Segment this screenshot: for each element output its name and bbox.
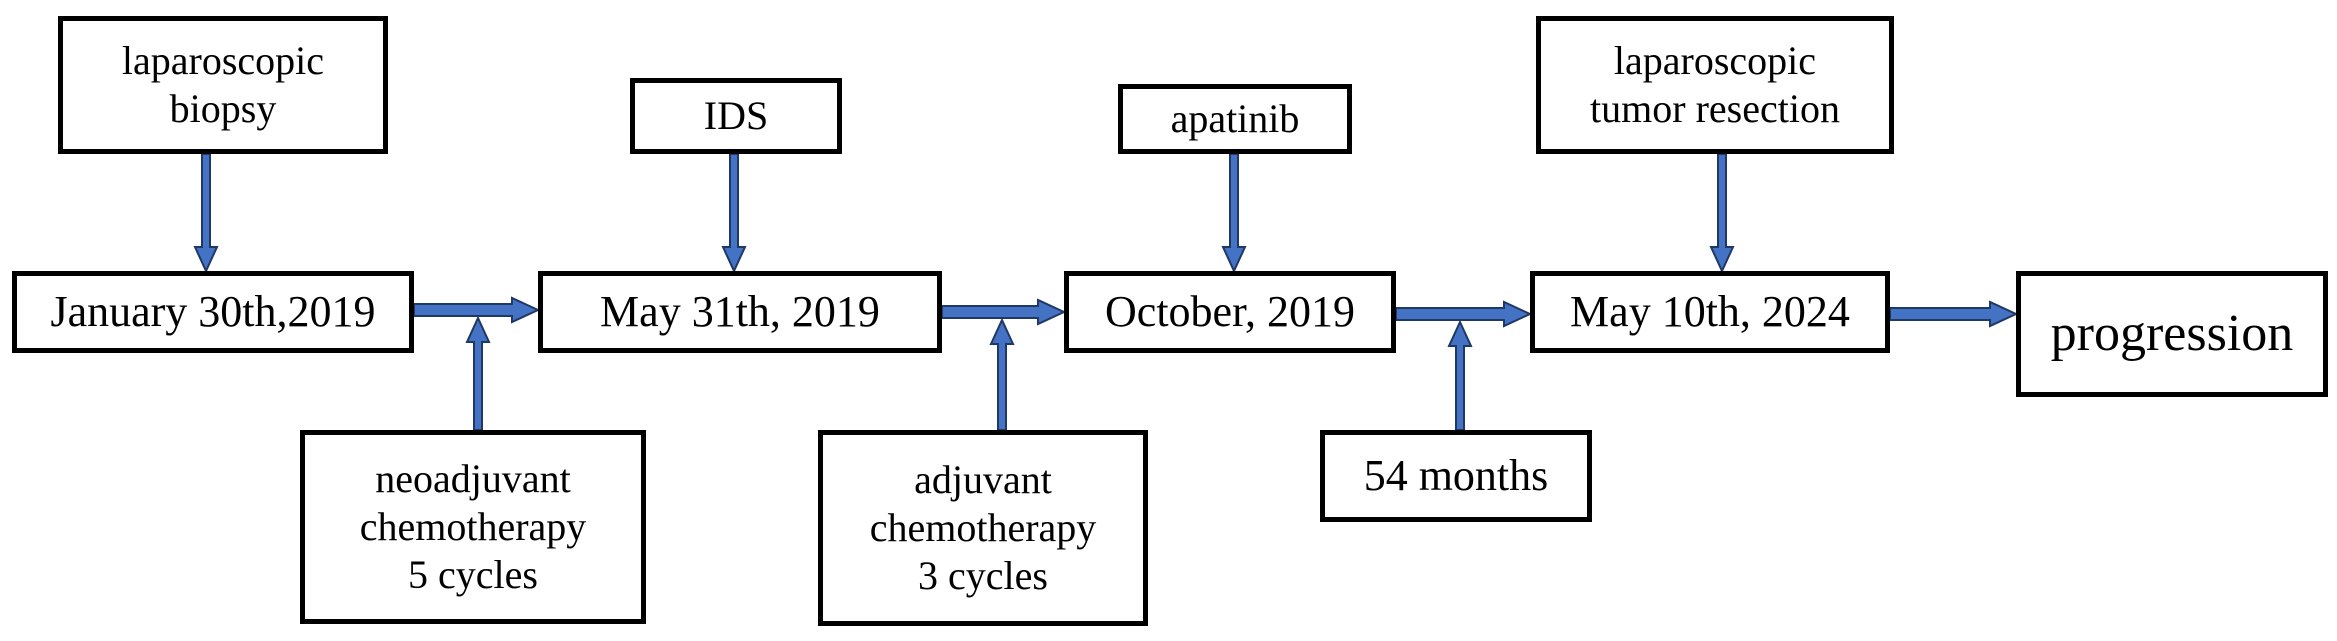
timeline-node-oct2019-label: October, 2019 xyxy=(1105,286,1355,336)
timeline-node-jan2019: January 30th,2019 xyxy=(12,271,414,353)
arrow-neoadjuvant-chemotherapy-up xyxy=(465,315,491,431)
interval-adjuvant-chemotherapy: adjuvant chemotherapy 3 cycles xyxy=(818,430,1148,626)
event-ids-label: IDS xyxy=(703,93,769,138)
interval-54-months: 54 months xyxy=(1320,430,1592,522)
arrow-may2019-to-oct2019 xyxy=(941,298,1067,326)
interval-neoadjuvant-chemotherapy: neoadjuvant chemotherapy 5 cycles xyxy=(300,430,646,624)
event-apatinib: apatinib xyxy=(1118,84,1352,154)
event-laparoscopic-tumor-resection-label: laparoscopic tumor resection xyxy=(1590,38,1840,131)
arrow-jan2019-to-may2019 xyxy=(413,296,541,324)
timeline-node-progression: progression xyxy=(2016,271,2328,397)
event-apatinib-label: apatinib xyxy=(1170,96,1300,141)
timeline-node-may2024: May 10th, 2024 xyxy=(1530,271,1890,353)
timeline-node-oct2019: October, 2019 xyxy=(1064,271,1396,353)
arrow-54-months-up xyxy=(1447,319,1473,431)
timeline-node-may2019: May 31th, 2019 xyxy=(538,271,942,353)
interval-neoadjuvant-chemotherapy-label: neoadjuvant chemotherapy 5 cycles xyxy=(359,456,587,597)
interval-54-months-label: 54 months xyxy=(1363,450,1549,500)
arrow-apatinib-down xyxy=(1221,153,1247,274)
arrow-adjuvant-chemotherapy-up xyxy=(989,317,1015,431)
event-ids: IDS xyxy=(630,78,842,154)
arrow-laparoscopic-tumor-resection-down xyxy=(1709,153,1735,274)
event-laparoscopic-biopsy-label: laparoscopic biopsy xyxy=(121,38,325,131)
event-laparoscopic-biopsy: laparoscopic biopsy xyxy=(58,16,388,154)
arrow-oct2019-to-may2024 xyxy=(1395,300,1533,328)
timeline-node-progression-label: progression xyxy=(2050,304,2294,362)
arrow-may2024-to-progression xyxy=(1889,300,2019,328)
timeline-node-jan2019-label: January 30th,2019 xyxy=(50,286,376,336)
timeline-node-may2024-label: May 10th, 2024 xyxy=(1570,286,1850,336)
arrow-ids-down xyxy=(721,153,747,274)
arrow-laparoscopic-biopsy-down xyxy=(193,153,219,274)
interval-adjuvant-chemotherapy-label: adjuvant chemotherapy 3 cycles xyxy=(869,457,1097,598)
event-laparoscopic-tumor-resection: laparoscopic tumor resection xyxy=(1536,16,1894,154)
timeline-node-may2019-label: May 31th, 2019 xyxy=(600,286,880,336)
